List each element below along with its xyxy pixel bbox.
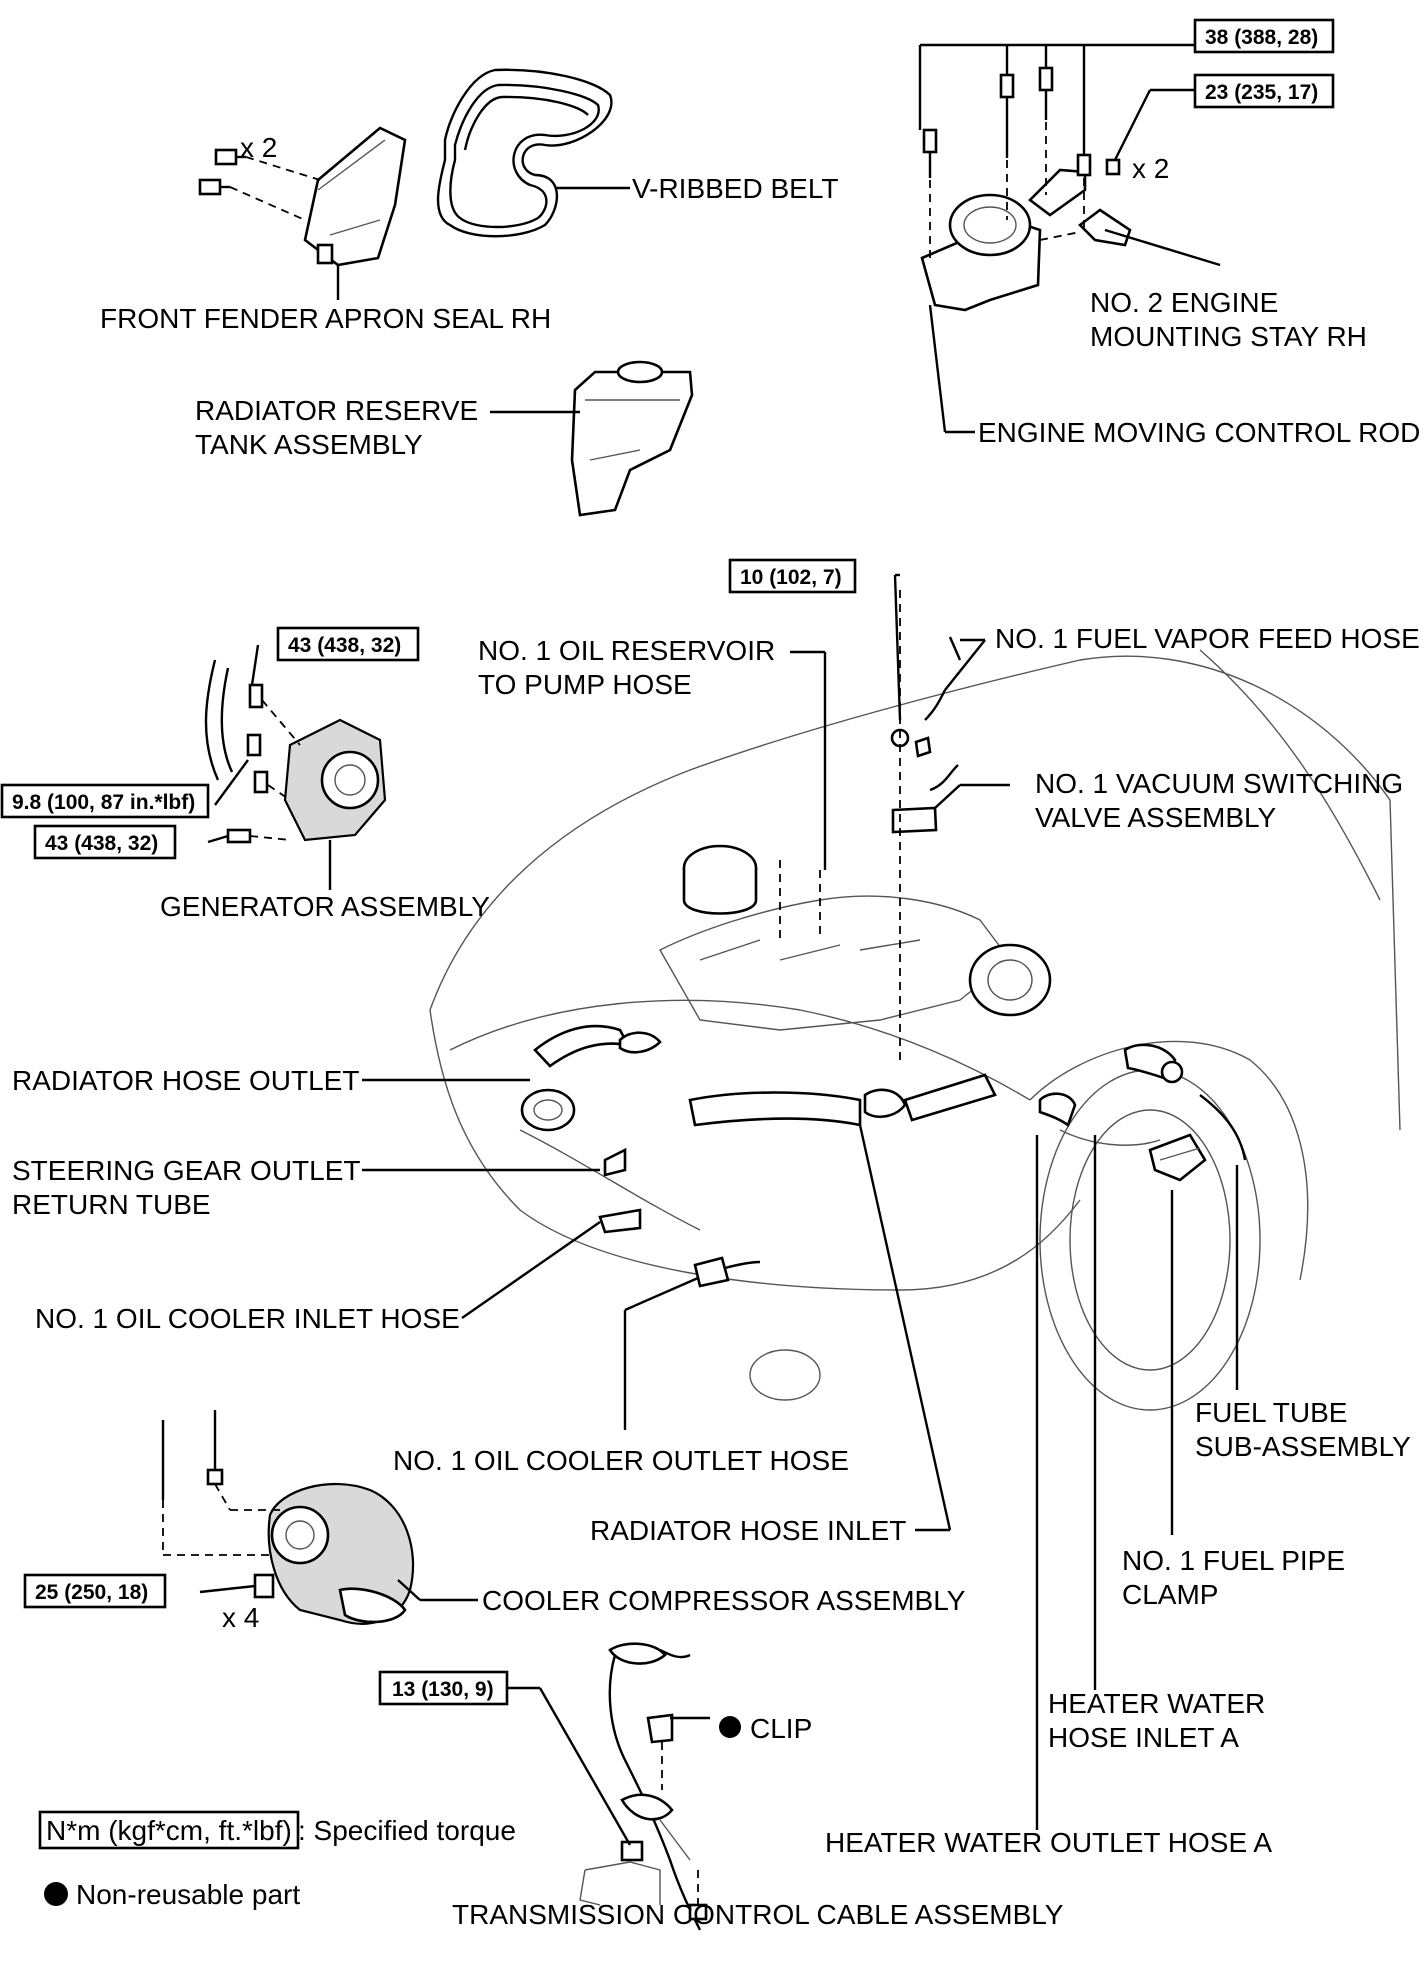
torque-43a: 43 (438, 32) [288, 634, 401, 657]
torque-10: 10 (102, 7) [740, 566, 842, 589]
label-heater-water-hose-inlet-2: HOSE INLET A [1048, 1722, 1239, 1753]
torque-25: 25 (250, 18) [35, 1581, 148, 1604]
transmission-cable-drawing [579, 1642, 708, 1931]
torque-box-10-frame [728, 558, 857, 594]
label-no1-oil-reservoir-hose-1: NO. 1 OIL RESERVOIR [478, 635, 775, 666]
label-x4: x 4 [222, 1602, 259, 1633]
engine-mount-drawing [920, 66, 1132, 312]
label-v-ribbed-belt: V-RIBBED BELT [632, 173, 838, 204]
label-radiator-hose-inlet: RADIATOR HOSE INLET [590, 1515, 906, 1546]
torque-boxes: 38 (388, 28) 23 (235, 17) 10 (102, 7) 43… [0, 18, 1335, 1706]
label-radiator-reserve-tank-2: TANK ASSEMBLY [195, 429, 423, 460]
part-labels: V-RIBBED BELT x 2 FRONT FENDER APRON SEA… [12, 132, 1420, 1930]
legend: N*m (kgf*cm, ft.*lbf) : Specified torque… [38, 1810, 516, 1910]
label-no1-vsv-2: VALVE ASSEMBLY [1035, 802, 1277, 833]
label-front-fender-apron-seal: FRONT FENDER APRON SEAL RH [100, 303, 551, 334]
torque-box-25-frame [23, 1573, 167, 1609]
label-no1-fuel-pipe-clamp-1: NO. 1 FUEL PIPE [1122, 1545, 1345, 1576]
label-engine-moving-control-rod: ENGINE MOVING CONTROL ROD [978, 417, 1420, 448]
label-no1-oil-cooler-inlet-hose: NO. 1 OIL COOLER INLET HOSE [35, 1303, 460, 1334]
torque-box-23-frame [1193, 73, 1335, 109]
label-steering-gear-outlet-2: RETURN TUBE [12, 1189, 211, 1220]
label-radiator-hose-outlet: RADIATOR HOSE OUTLET [12, 1065, 359, 1096]
legend-torque-unit: N*m (kgf*cm, ft.*lbf) [46, 1815, 292, 1846]
legend-non-reusable: Non-reusable part [76, 1879, 300, 1910]
torque-box-43b-frame [33, 824, 177, 860]
torque-13: 13 (130, 9) [392, 1678, 494, 1701]
cooler-compressor-drawing [161, 1410, 415, 1625]
leader-lines [207, 43, 1239, 1846]
torque-box-43a-frame [276, 626, 420, 662]
label-clip: CLIP [750, 1713, 812, 1744]
label-heater-water-hose-inlet-1: HEATER WATER [1048, 1688, 1265, 1719]
vehicle-front-drawing [429, 649, 1401, 1411]
legend-torque-desc: : Specified torque [298, 1815, 516, 1846]
label-cooler-compressor: COOLER COMPRESSOR ASSEMBLY [482, 1585, 966, 1616]
legend-non-reusable-dot [44, 1882, 68, 1906]
label-transmission-control-cable: TRANSMISSION CONTROL CABLE ASSEMBLY [452, 1899, 1064, 1930]
torque-43b: 43 (438, 32) [45, 832, 158, 855]
label-no1-oil-reservoir-hose-2: TO PUMP HOSE [478, 669, 692, 700]
fender-apron-seal-drawing [198, 126, 407, 267]
label-no1-fuel-pipe-clamp-2: CLAMP [1122, 1579, 1218, 1610]
label-fuel-tube-1: FUEL TUBE [1195, 1397, 1347, 1428]
torque-98: 9.8 (100, 87 in.*lbf) [12, 791, 195, 814]
v-ribbed-belt-drawing [436, 68, 613, 238]
torque-box-13-frame [378, 1670, 509, 1706]
legend-torque-frame [38, 1810, 300, 1850]
torque-23: 23 (235, 17) [1205, 81, 1318, 104]
engine-bay-drawing [533, 590, 1247, 1288]
generator-drawing [204, 659, 387, 844]
torque-38: 38 (388, 28) [1205, 26, 1318, 49]
torque-box-98-frame [0, 783, 210, 819]
label-no1-fuel-vapor-feed-hose: NO. 1 FUEL VAPOR FEED HOSE [995, 623, 1420, 654]
label-no1-oil-cooler-outlet-hose: NO. 1 OIL COOLER OUTLET HOSE [393, 1445, 849, 1476]
label-fuel-tube-2: SUB-ASSEMBLY [1195, 1431, 1411, 1462]
label-steering-gear-outlet-1: STEERING GEAR OUTLET [12, 1155, 361, 1186]
torque-box-38-frame [1193, 18, 1335, 54]
label-generator-assembly: GENERATOR ASSEMBLY [160, 891, 490, 922]
label-heater-water-outlet-hose: HEATER WATER OUTLET HOSE A [825, 1827, 1272, 1858]
label-x2-mount: x 2 [1132, 153, 1169, 184]
label-no1-vsv-1: NO. 1 VACUUM SWITCHING [1035, 768, 1403, 799]
label-no2-engine-mounting-stay-1: NO. 2 ENGINE [1090, 287, 1278, 318]
radiator-reserve-tank-drawing [570, 360, 694, 517]
label-radiator-reserve-tank-1: RADIATOR RESERVE [195, 395, 478, 426]
label-no2-engine-mounting-stay-2: MOUNTING STAY RH [1090, 321, 1367, 352]
non-reusable-dot-clip [719, 1716, 741, 1738]
label-x2-fender: x 2 [240, 132, 277, 163]
